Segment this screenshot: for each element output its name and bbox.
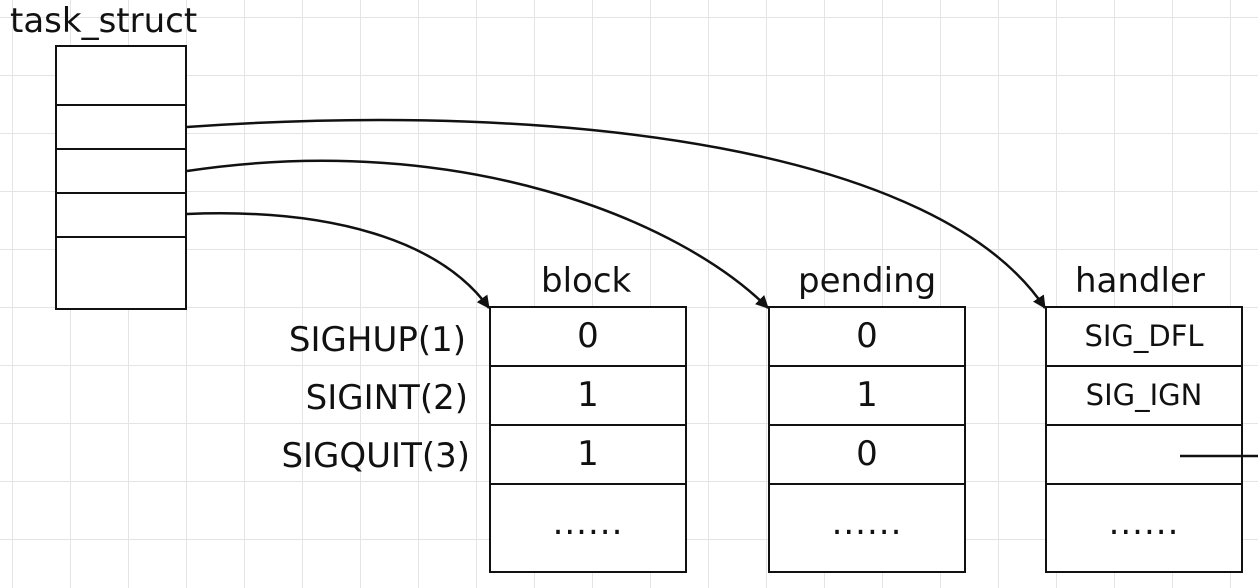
handler-cell-sigquit (1045, 423, 1243, 485)
task-struct-field (55, 44, 187, 106)
task-struct-field-block (55, 191, 187, 238)
block-cell-sigint: 1 (489, 364, 687, 426)
task-struct-field-pending (55, 147, 187, 194)
block-cell-sighup: 0 (489, 305, 687, 367)
pending-cell-ellipsis: ...... (768, 482, 966, 573)
pending-table-header: pending (798, 261, 937, 301)
signal-label-sigint: SIGINT(2) (305, 378, 468, 418)
task-struct-field-handler (55, 103, 187, 150)
task-struct-label: task_struct (10, 1, 198, 41)
arrow-to-pending (186, 159, 769, 309)
handler-cell-ellipsis: ...... (1045, 482, 1243, 573)
signal-label-sighup: SIGHUP(1) (288, 320, 466, 360)
handler-cell-sigint: SIG_IGN (1045, 364, 1243, 426)
signal-label-sigquit: SIGQUIT(3) (281, 436, 470, 476)
pending-cell-sigint: 1 (768, 364, 966, 426)
block-table-header: block (541, 261, 632, 301)
block-cell-sigquit: 1 (489, 423, 687, 485)
handler-table-header: handler (1075, 261, 1205, 301)
block-cell-ellipsis: ...... (489, 482, 687, 573)
pending-cell-sigquit: 0 (768, 423, 966, 485)
handler-cell-sighup: SIG_DFL (1045, 305, 1243, 367)
pending-cell-sighup: 0 (768, 305, 966, 367)
arrow-to-block (186, 212, 491, 309)
task-struct-field (55, 235, 187, 310)
